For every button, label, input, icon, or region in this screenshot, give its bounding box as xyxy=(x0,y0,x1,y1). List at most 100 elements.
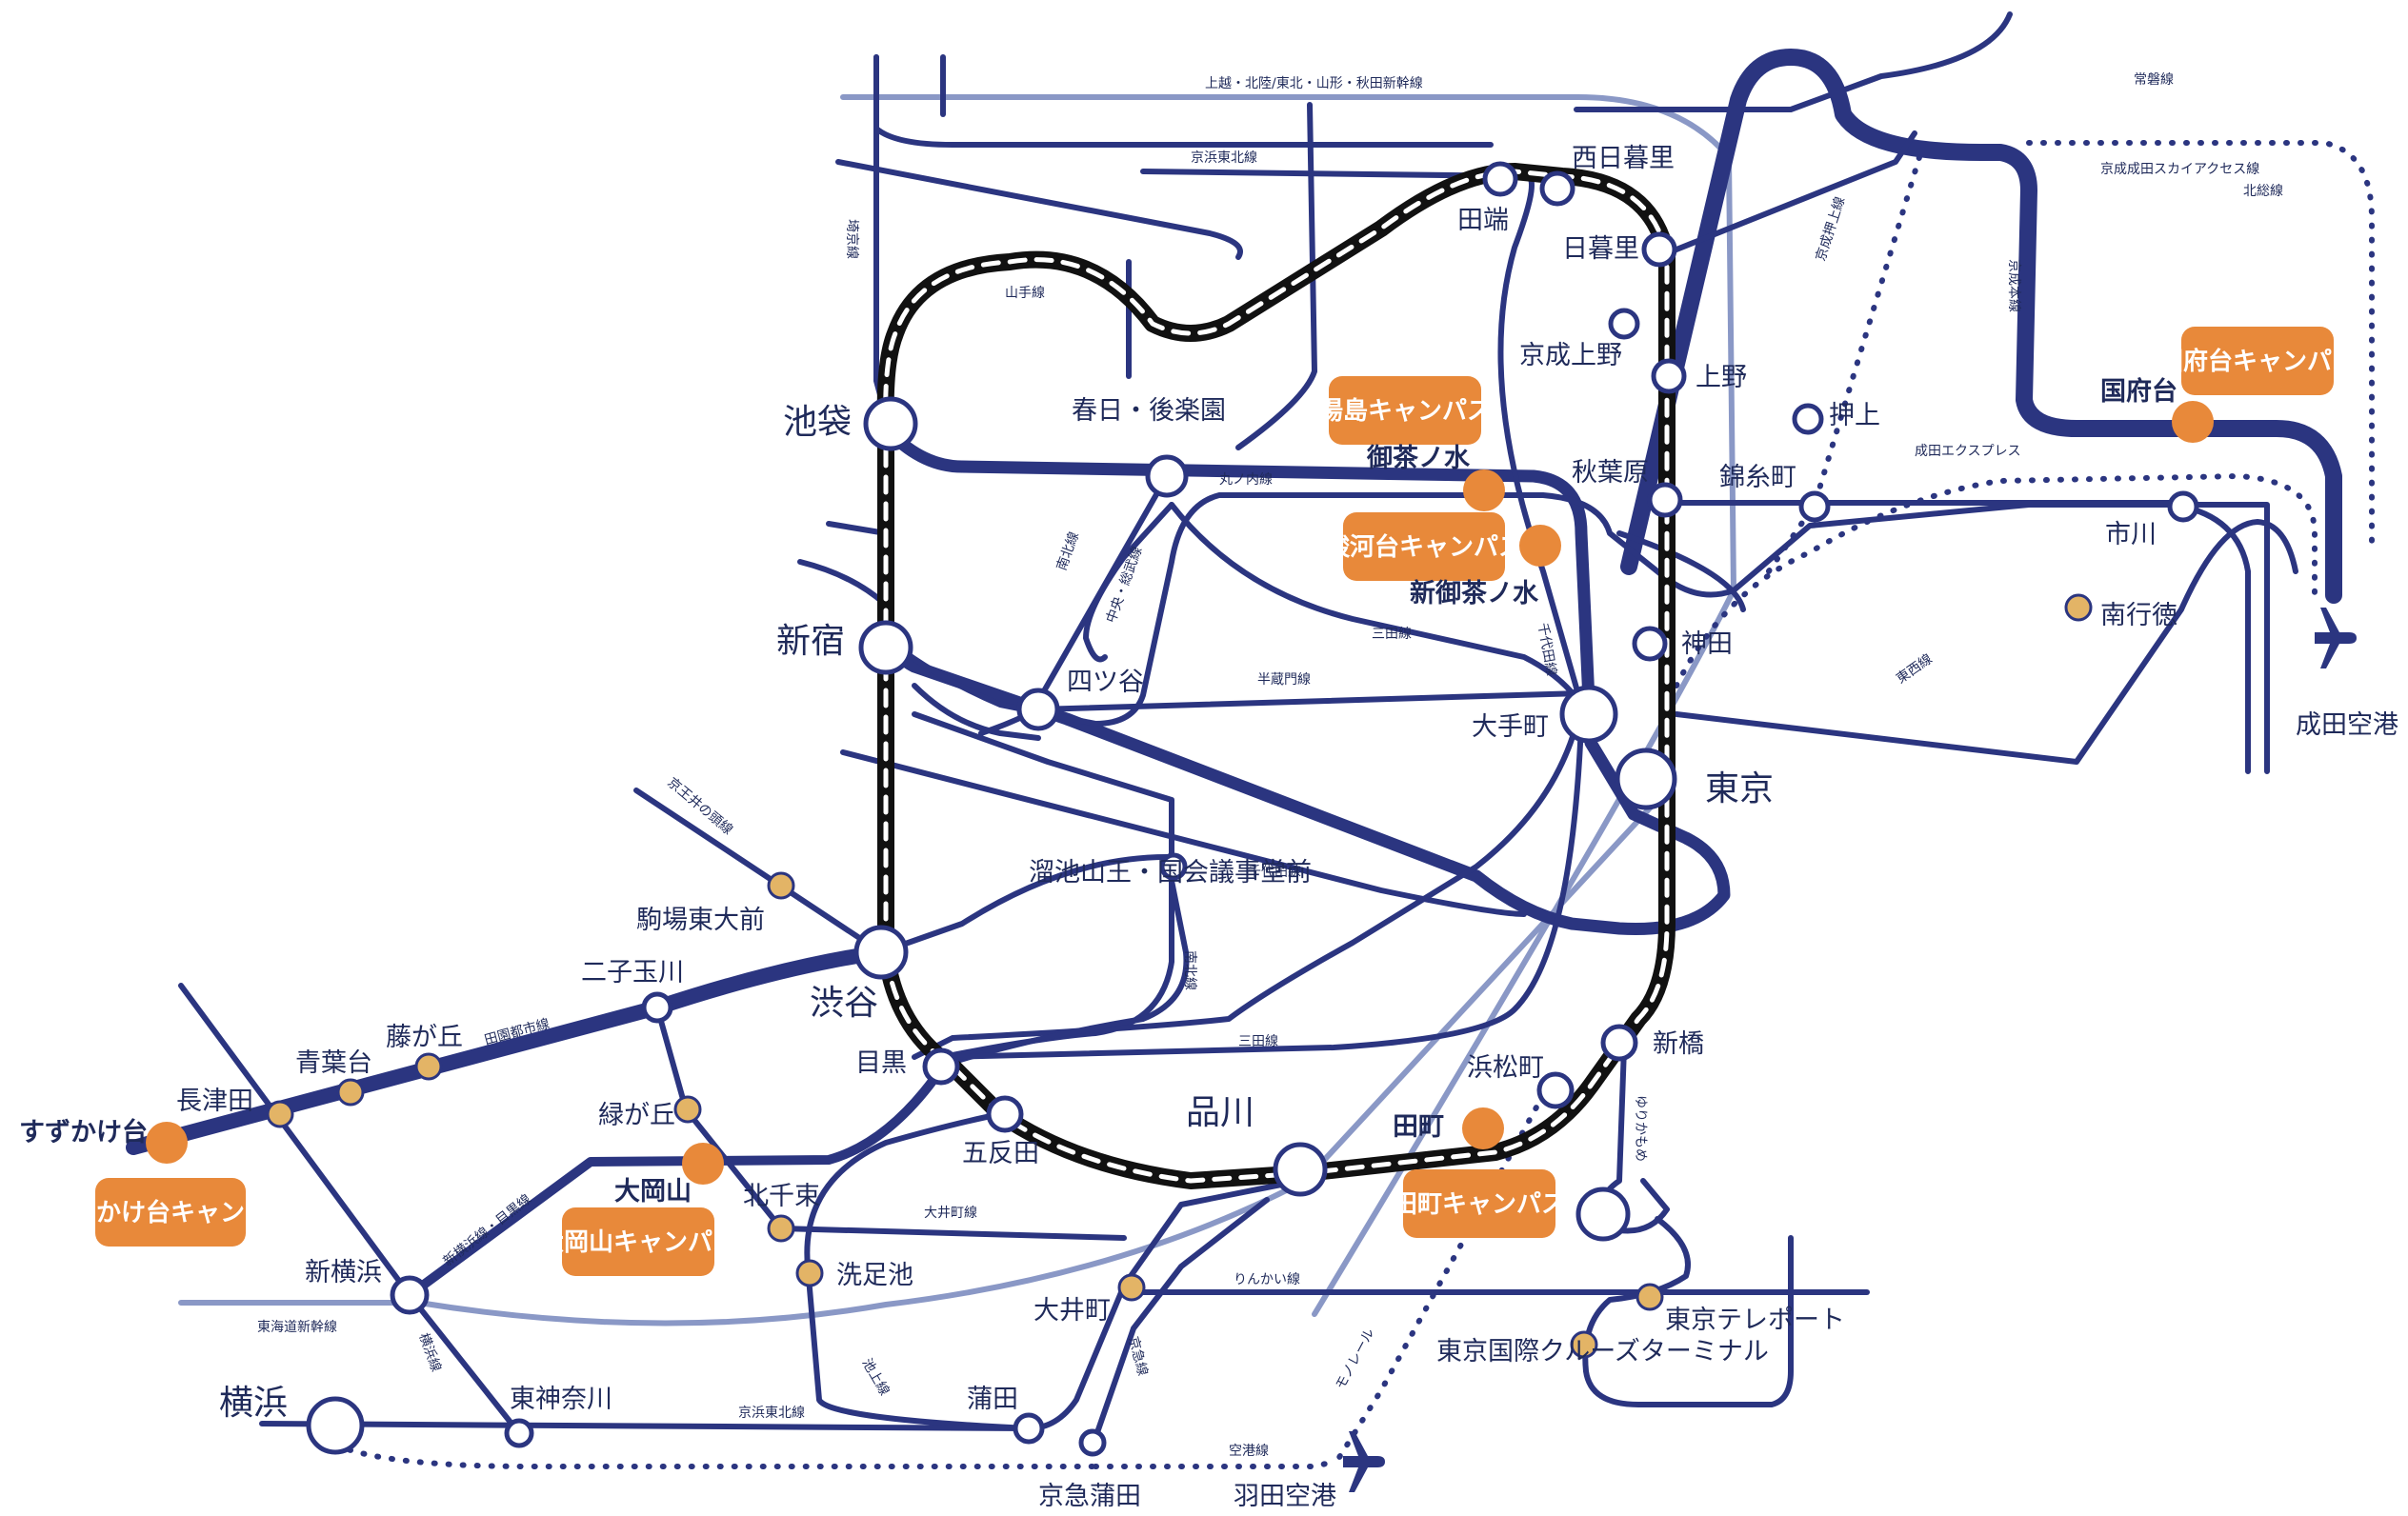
label-line-yurikamome: ゆりかもめ xyxy=(1633,1095,1648,1162)
station-kanda[interactable] xyxy=(1632,626,1668,662)
label-meguro: 目黒 xyxy=(855,1048,907,1078)
station-teleport[interactable] xyxy=(1635,1283,1664,1311)
label-ochanomizu: 御茶ノ水 xyxy=(1366,444,1471,473)
station-shibuya[interactable] xyxy=(853,925,909,980)
label-tameike: 溜池山王・国会議事堂前 xyxy=(1029,858,1312,888)
campus-label-yushima-text: 湯島キャンパス xyxy=(1318,397,1492,426)
station-ikebukuro[interactable] xyxy=(863,396,918,451)
tokaido-shinkansen-line xyxy=(178,797,1660,1326)
station-fujigaoka[interactable] xyxy=(414,1052,443,1081)
station-senzokuike[interactable] xyxy=(795,1259,824,1287)
denentoshi-line xyxy=(126,945,889,1155)
station-meguro[interactable] xyxy=(922,1047,960,1086)
label-komaba: 駒場東大前 xyxy=(636,906,765,935)
station-kasuga[interactable] xyxy=(1145,454,1189,498)
station-tabata[interactable] xyxy=(1482,161,1518,197)
label-gotanda: 五反田 xyxy=(962,1139,1039,1168)
station-midorigaoka[interactable] xyxy=(673,1095,702,1124)
label-line-saikyo: 埼京線 xyxy=(844,219,859,259)
label-gyotoku: 南行徳 xyxy=(2100,601,2177,630)
airport-line xyxy=(1093,1459,1336,1469)
station-keikyu-kamata[interactable] xyxy=(1078,1428,1107,1457)
station-tameike[interactable] xyxy=(1159,852,1188,881)
airplane-icon-haneda xyxy=(1343,1431,1385,1492)
station-akihabara[interactable] xyxy=(1647,482,1683,518)
station-keisei-ueno[interactable] xyxy=(1608,308,1640,340)
station-hamamatsucho[interactable] xyxy=(1536,1071,1575,1109)
station-shin-yokohama[interactable] xyxy=(390,1275,430,1315)
campus-marker-konodai[interactable] xyxy=(2172,401,2214,443)
station-tokyo[interactable] xyxy=(1615,748,1677,810)
station-futako[interactable] xyxy=(641,991,673,1024)
station-higashi-kanagawa[interactable] xyxy=(504,1418,534,1448)
station-shinjuku[interactable] xyxy=(858,620,913,675)
label-line-keikyu: 京急線 xyxy=(1125,1335,1150,1378)
station-shimbashi[interactable] xyxy=(1600,1024,1638,1062)
campus-marker-ookayama[interactable] xyxy=(682,1143,724,1185)
label-line-shinyokohama-meguro: 新横浜線・目黒線 xyxy=(441,1192,534,1270)
station-cruise[interactable] xyxy=(1570,1330,1598,1359)
label-line-airport: 空港線 xyxy=(1229,1444,1269,1459)
station-kitasenzoku[interactable] xyxy=(767,1214,795,1243)
station-nishi-nippori[interactable] xyxy=(1539,170,1575,207)
label-kasuga: 春日・後楽園 xyxy=(1072,396,1226,426)
station-gotanda[interactable] xyxy=(986,1095,1024,1133)
label-kanda: 神田 xyxy=(1681,629,1733,659)
label-akihabara: 秋葉原 xyxy=(1572,458,1649,488)
campus-label-surugadai[interactable]: 駿河台キャンパス xyxy=(1325,512,1523,581)
label-line-narita-express: 成田エクスプレス xyxy=(1915,444,2021,459)
station-nippori[interactable] xyxy=(1641,231,1677,268)
label-shinjuku: 新宿 xyxy=(776,622,845,661)
label-line-chiyoda-2: 千代田線 xyxy=(1248,865,1301,880)
label-shinagawa: 品川 xyxy=(1186,1093,1254,1132)
label-line-hanzomon: 半蔵門線 xyxy=(1257,672,1311,688)
station-nagatsuta[interactable] xyxy=(266,1100,294,1128)
campus-marker-surugadai[interactable] xyxy=(1519,525,1561,567)
skyaccess-line xyxy=(2026,140,2375,555)
station-kinshicho[interactable] xyxy=(1798,490,1831,523)
station-oshiage[interactable] xyxy=(1792,403,1824,435)
label-shibuya: 渋谷 xyxy=(810,984,878,1023)
label-keisei-ueno: 京成上野 xyxy=(1519,341,1622,370)
campus-label-tamachi-text: 田町キャンパス xyxy=(1393,1190,1566,1219)
mita-line xyxy=(1169,502,1584,708)
label-line-ikegami: 池上線 xyxy=(859,1356,893,1398)
label-shin-ochanomizu: 新御茶ノ水 xyxy=(1410,578,1539,608)
label-line-oimachi: 大井町線 xyxy=(924,1206,977,1221)
campus-label-ookayama[interactable]: 大岡山キャンパス xyxy=(539,1207,737,1276)
label-kamata: 蒲田 xyxy=(967,1385,1018,1414)
station-yokohama[interactable] xyxy=(306,1396,365,1455)
chiyoda-line xyxy=(840,749,1527,917)
ikegami-line xyxy=(804,1111,1032,1431)
campus-label-konodai[interactable]: 国府台キャンパス xyxy=(2158,327,2357,395)
campus-marker-yushima[interactable] xyxy=(1463,469,1505,511)
campus-label-suzukakedai[interactable]: すずかけ台キャンパス xyxy=(47,1178,294,1247)
station-kamata[interactable] xyxy=(1013,1412,1045,1445)
label-nagatsuta: 長津田 xyxy=(176,1087,253,1116)
label-nishi-nippori: 西日暮里 xyxy=(1572,144,1675,173)
station-aobadai[interactable] xyxy=(336,1078,365,1107)
label-line-yamanote: 山手線 xyxy=(1005,286,1045,301)
station-ueno[interactable] xyxy=(1651,358,1687,394)
label-line-keisei-oshiage: 京成押上線 xyxy=(1814,195,1849,264)
label-tokyo: 東京 xyxy=(1705,769,1774,808)
label-keikyu-kamata: 京急蒲田 xyxy=(1038,1482,1141,1511)
campus-marker-tamachi[interactable] xyxy=(1462,1107,1504,1149)
label-line-yokohama: 横浜線 xyxy=(415,1331,443,1374)
label-ookayama: 大岡山 xyxy=(614,1177,692,1207)
label-line-mita: 三田線 xyxy=(1372,627,1412,642)
campus-marker-suzukakedai[interactable] xyxy=(146,1122,188,1164)
campus-label-yushima[interactable]: 湯島キャンパス xyxy=(1318,376,1492,445)
tobu-line xyxy=(835,159,1243,260)
marunouchi-line xyxy=(879,427,1731,936)
station-yurikamome-loop xyxy=(1575,1187,1631,1242)
station-gyotoku[interactable] xyxy=(2064,593,2093,622)
station-ichikawa[interactable] xyxy=(2167,490,2199,523)
campus-label-tamachi[interactable]: 田町キャンパス xyxy=(1393,1169,1566,1238)
station-oimachi[interactable] xyxy=(1117,1273,1146,1302)
station-shinagawa[interactable] xyxy=(1273,1142,1328,1197)
station-komaba[interactable] xyxy=(767,871,795,900)
station-yotsuya[interactable] xyxy=(1016,688,1060,731)
station-otemachi[interactable] xyxy=(1559,685,1618,744)
label-ikebukuro: 池袋 xyxy=(783,403,852,442)
